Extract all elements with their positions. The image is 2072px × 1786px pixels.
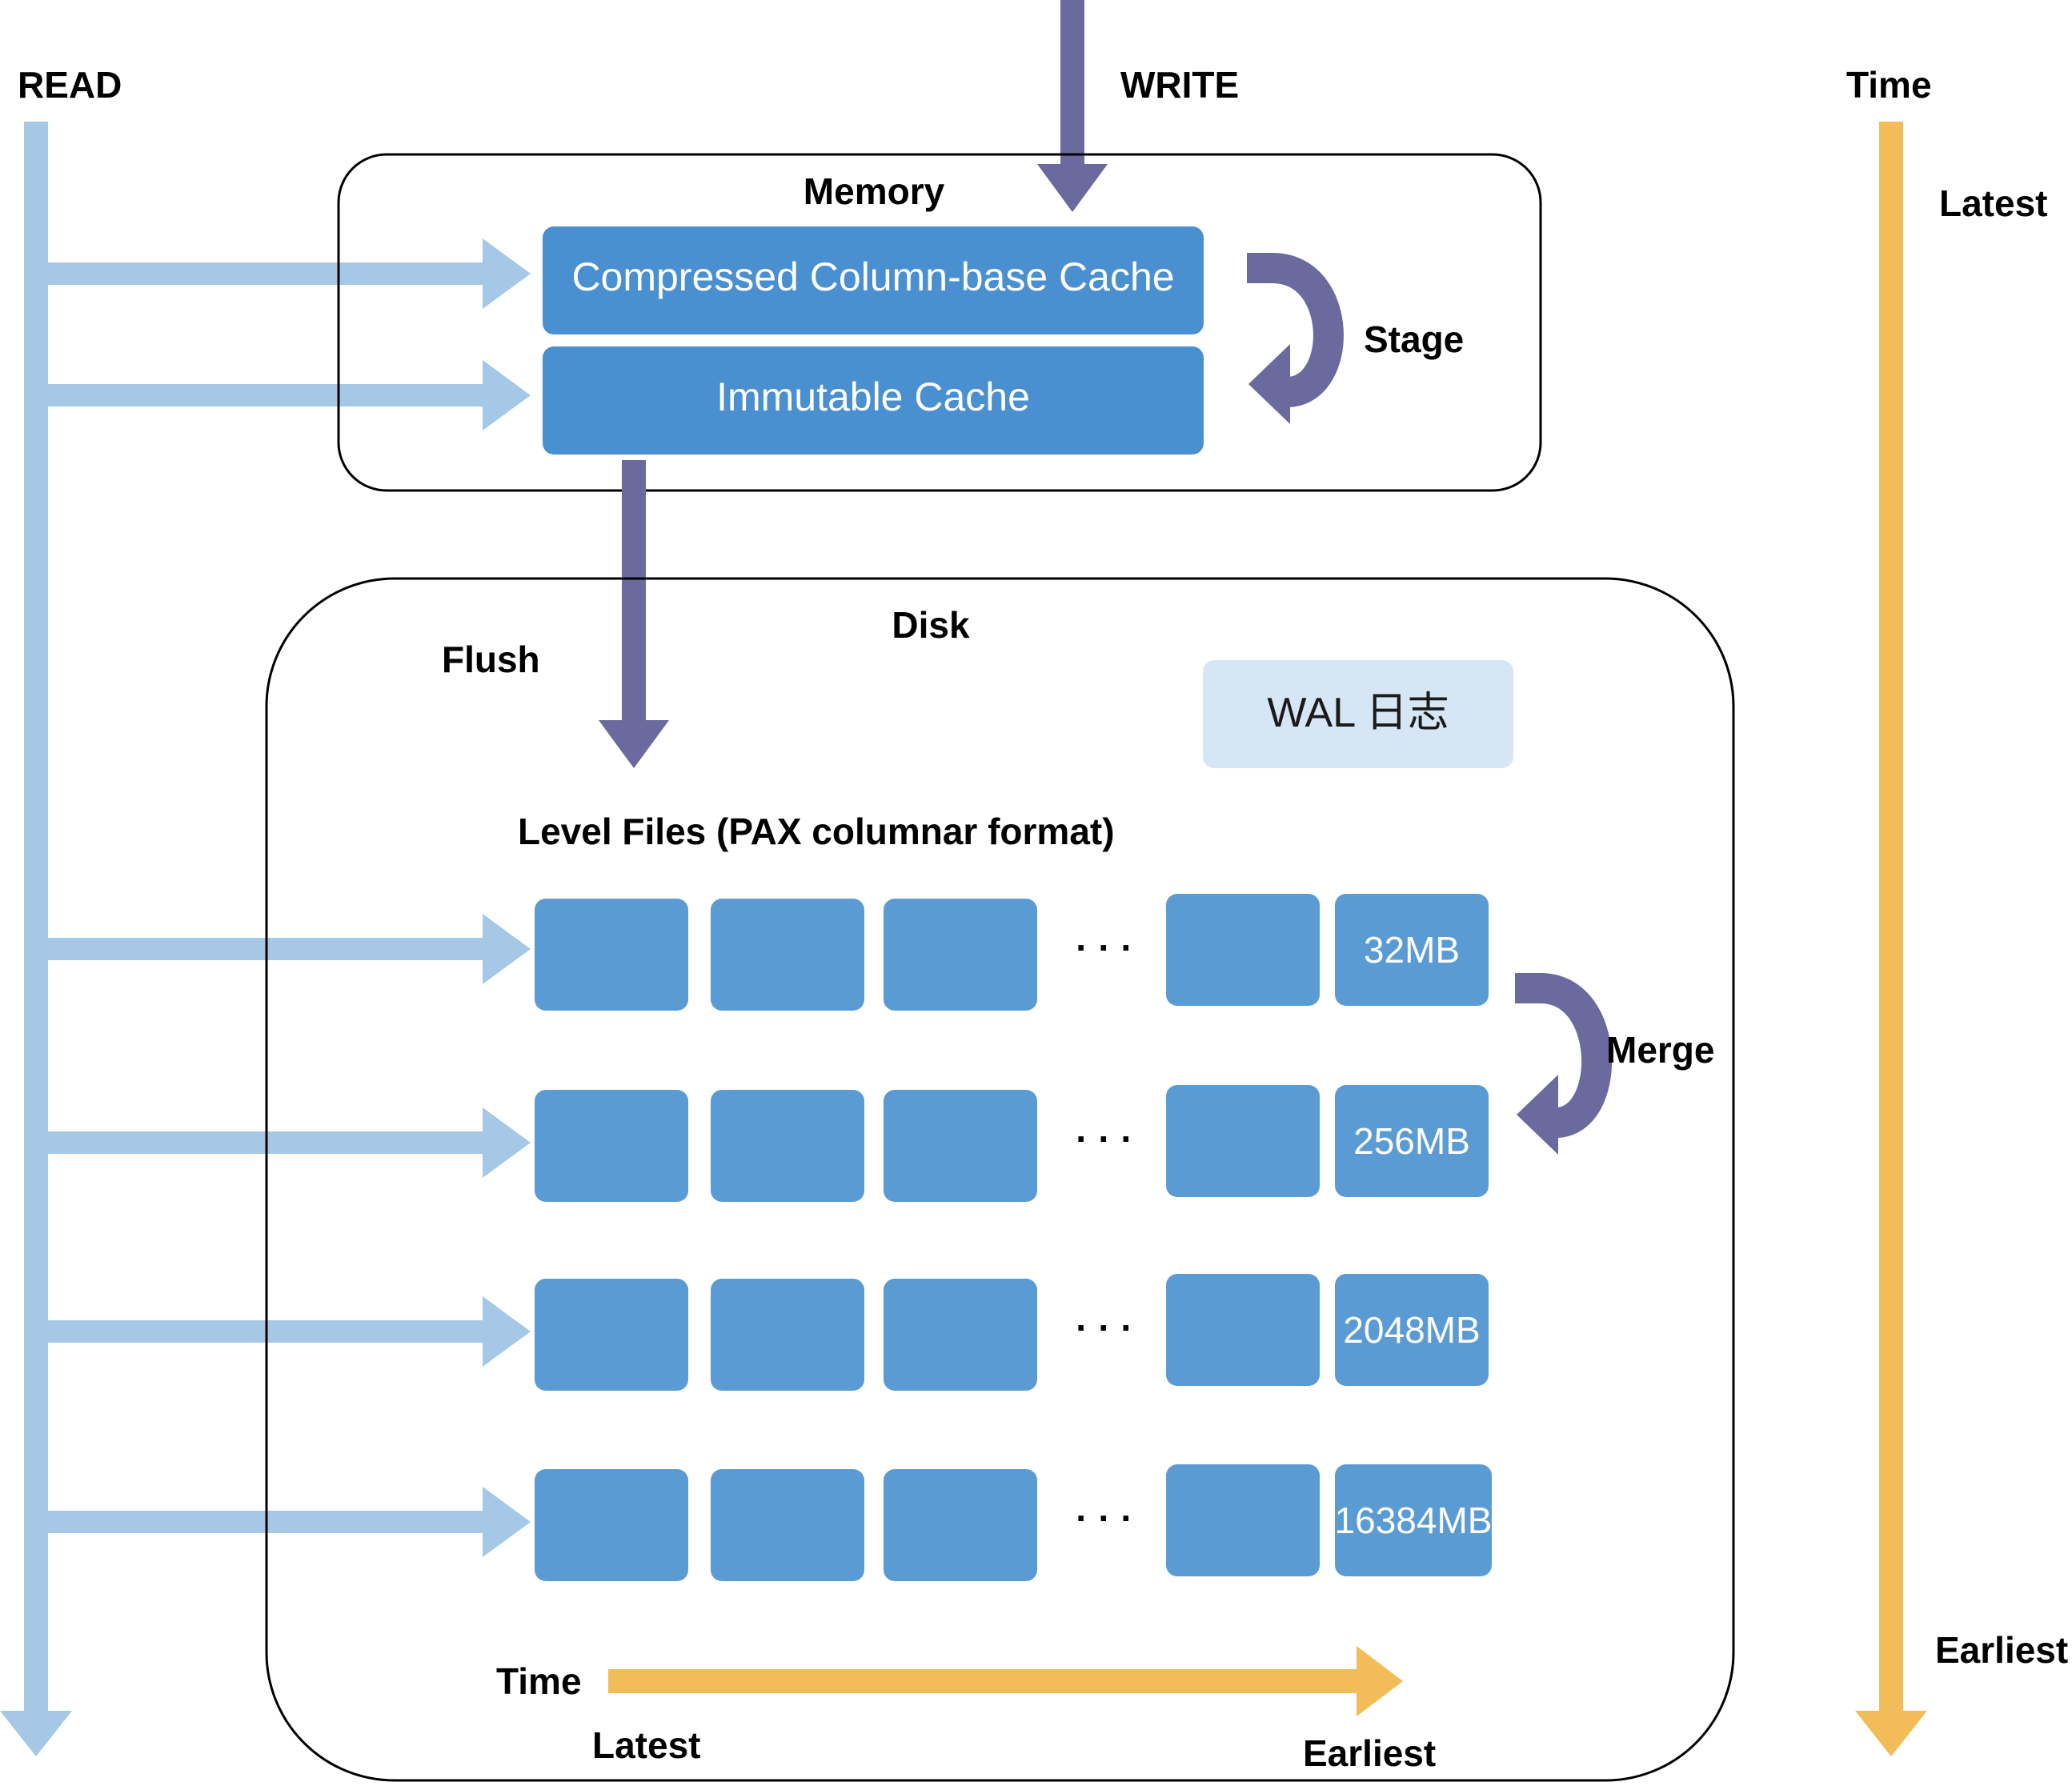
level-file (884, 1279, 1037, 1391)
level-file (711, 1090, 864, 1202)
read-branch-arrow-compressed-cache (48, 238, 531, 309)
merge-arrow (1515, 973, 1613, 1155)
flush-arrow (599, 460, 669, 768)
level-file (711, 1469, 864, 1581)
level-size-box (1335, 1274, 1489, 1386)
level-file (884, 1090, 1037, 1202)
level-row-4: · · · 16384MB (535, 1464, 1492, 1581)
wal-log-box: WAL 日志 (1203, 660, 1513, 768)
compressed-column-cache-box: Compressed Column-base Cache (543, 226, 1204, 334)
level-size-box (1335, 1464, 1492, 1576)
level-size-label: 2048MB (1343, 1309, 1480, 1351)
read-branch-arrow-level-1 (48, 914, 531, 984)
level-file (535, 1090, 688, 1202)
level-file (711, 899, 864, 1011)
level-files-title: Level Files (PAX columnar format) (518, 811, 1115, 852)
level-file (711, 1279, 864, 1391)
latest-label-bottom: Latest (592, 1724, 700, 1766)
level-file (535, 1469, 688, 1581)
earliest-label-right: Earliest (1935, 1629, 2068, 1671)
level-size-label: 16384MB (1335, 1500, 1493, 1541)
read-branch-arrow-level-3 (48, 1296, 531, 1367)
compressed-column-cache-label: Compressed Column-base Cache (571, 254, 1174, 299)
level-ellipsis: · · · (1076, 1497, 1133, 1539)
memory-title: Memory (804, 170, 945, 212)
level-file (535, 1279, 688, 1391)
level-file (1166, 1464, 1320, 1576)
immutable-cache-box: Immutable Cache (543, 346, 1204, 455)
memory-container (337, 153, 1542, 492)
disk-title: Disk (892, 604, 970, 646)
level-ellipsis: · · · (1076, 927, 1133, 968)
read-branch-arrow-level-2 (48, 1107, 531, 1178)
immutable-cache-label: Immutable Cache (716, 374, 1030, 419)
level-row-2: · · · 256MB (535, 1085, 1489, 1202)
level-size-box (1335, 1085, 1489, 1197)
stage-label: Stage (1364, 318, 1464, 360)
read-arrow (0, 122, 72, 1756)
time-arrow-horizontal (608, 1646, 1403, 1716)
time-label-bottom: Time (496, 1660, 582, 1702)
wal-log-label: WAL 日志 (1267, 690, 1449, 736)
level-size-box (1335, 894, 1489, 1006)
level-file (535, 899, 688, 1011)
level-row-1: · · · 32MB (535, 894, 1489, 1011)
earliest-label-bottom: Earliest (1303, 1732, 1436, 1774)
time-axis-label: Time (1846, 64, 1932, 106)
time-arrow-vertical (1855, 122, 1927, 1756)
read-label: READ (18, 64, 122, 106)
write-arrow (1037, 0, 1108, 212)
flush-label: Flush (442, 639, 540, 680)
level-file (1166, 1085, 1320, 1197)
level-size-label: 256MB (1353, 1120, 1470, 1162)
level-row-3: · · · 2048MB (535, 1274, 1489, 1391)
level-ellipsis: · · · (1076, 1307, 1133, 1348)
level-ellipsis: · · · (1076, 1118, 1133, 1159)
stage-arrow (1247, 253, 1344, 424)
latest-label-right: Latest (1939, 182, 2047, 224)
write-label: WRITE (1120, 64, 1239, 106)
level-size-label: 32MB (1364, 929, 1460, 971)
disk-container (265, 577, 1735, 1782)
level-file (884, 899, 1037, 1011)
read-branch-arrow-immutable-cache (48, 360, 531, 430)
read-branch-arrow-level-4 (48, 1487, 531, 1557)
level-file (1166, 894, 1320, 1006)
level-file (884, 1469, 1037, 1581)
merge-label: Merge (1606, 1029, 1714, 1071)
level-file (1166, 1274, 1320, 1386)
